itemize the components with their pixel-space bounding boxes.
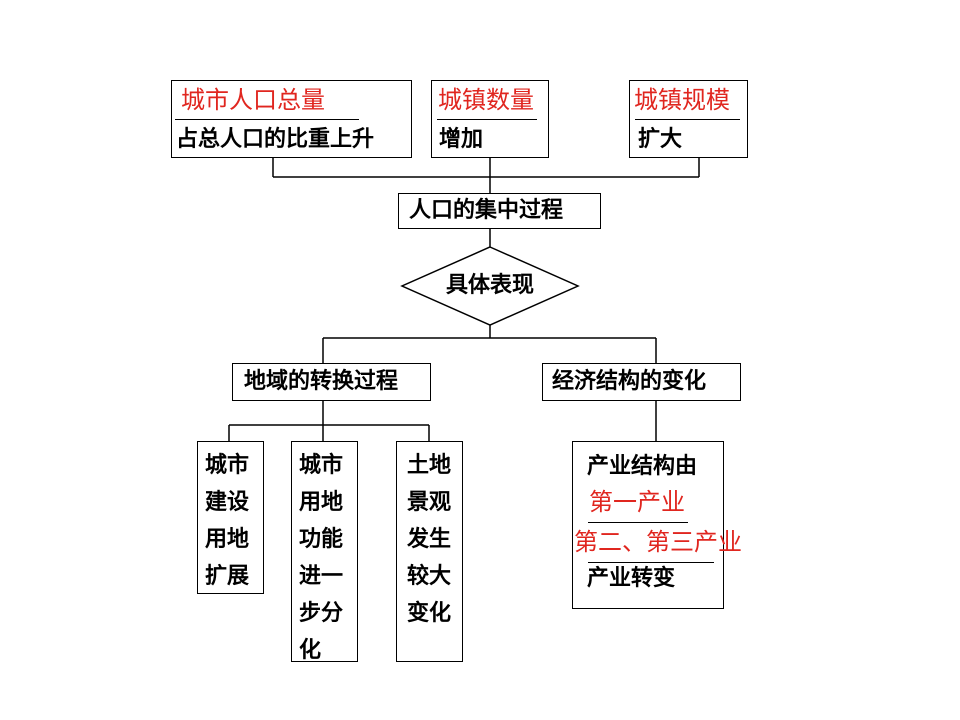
left-child-box-3 [396, 441, 463, 662]
right-child-line2: 第一产业 [589, 488, 685, 516]
left-child-text-3: 土地 景观 发生 较大 变化 [407, 453, 452, 626]
center-box-text: 人口的集中过程 [409, 198, 564, 223]
top-box3-black-text: 扩大 [638, 127, 683, 152]
top-box2-divider [437, 119, 537, 120]
right-child-line4: 产业转变 [587, 566, 676, 591]
left-child-box-2 [291, 441, 358, 662]
right-branch-box [542, 363, 741, 401]
left-child-box-1 [197, 441, 264, 594]
right-child-divider-2 [588, 562, 714, 563]
top-box1-black-text: 占总人口的比重上升 [176, 127, 375, 152]
right-child-line1: 产业结构由 [587, 454, 698, 479]
top-box1-divider [175, 119, 359, 120]
top-box3-divider [635, 119, 740, 120]
top-box1-red-text: 城市人口总量 [181, 86, 325, 114]
top-box2-red-text: 城镇数量 [438, 86, 534, 114]
top-box2-black-text: 增加 [439, 127, 484, 152]
diamond-shape [400, 246, 580, 326]
center-box [398, 193, 601, 229]
right-child-line3: 第二、第三产业 [574, 528, 742, 556]
left-child-text-1: 城市 建设 用地 扩展 [205, 453, 250, 589]
right-child-box [572, 441, 724, 609]
left-branch-text: 地域的转换过程 [244, 369, 399, 394]
top-box3-red-text: 城镇规模 [634, 86, 730, 114]
right-child-divider-1 [588, 522, 688, 523]
diamond-label: 具体表现 [446, 273, 535, 298]
right-branch-text: 经济结构的变化 [552, 369, 707, 394]
left-child-text-2: 城市 用地 功能 进一 步分 化 [299, 453, 344, 663]
left-branch-box [232, 363, 431, 401]
